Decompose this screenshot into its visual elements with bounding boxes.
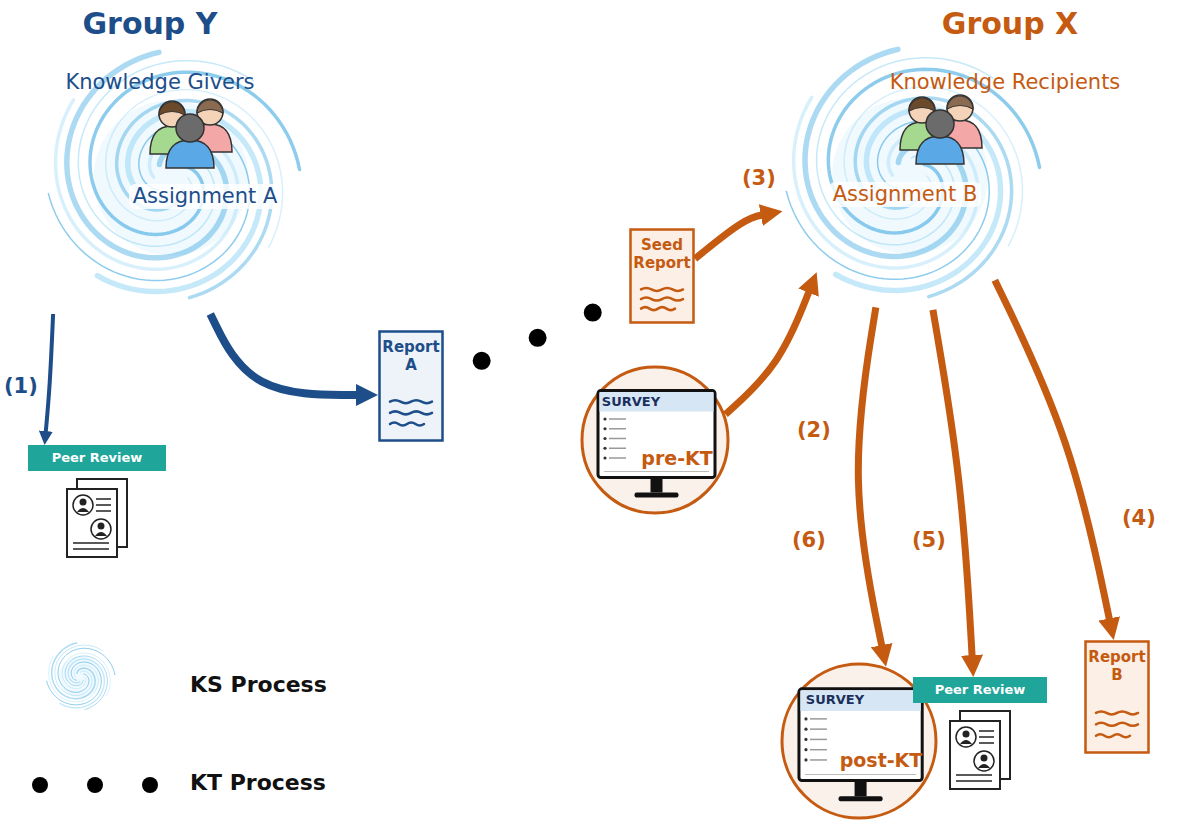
survey-shape <box>580 365 730 515</box>
callout-number: (3) <box>740 166 778 191</box>
legend-sample <box>30 770 160 800</box>
callout-number: (4) <box>1120 506 1158 531</box>
legend-text: KT Process <box>190 770 326 796</box>
group-label: Knowledge Recipients <box>890 70 1121 95</box>
node-text: Seed Report <box>632 236 692 272</box>
connector-arrow <box>725 289 810 415</box>
node-text: Report A <box>381 338 441 374</box>
survey-node: SURVEY pre-KT <box>580 365 730 515</box>
kt-dotted-connector <box>444 295 629 375</box>
node-text: SURVEY <box>602 394 660 410</box>
connector-arrow <box>46 314 54 434</box>
doc-node: Report A <box>378 330 444 442</box>
connector-arrow <box>210 314 360 395</box>
people-icon <box>900 95 982 164</box>
callout-number: (5) <box>910 528 948 553</box>
group-label: Group X <box>942 6 1078 42</box>
node-text: Peer Review <box>52 450 143 466</box>
group-label: Group Y <box>82 6 217 42</box>
node-text: Peer Review <box>935 682 1026 698</box>
connector-arrow <box>933 310 972 659</box>
callout-number: (1) <box>2 374 40 399</box>
node-text: Report B <box>1087 648 1147 684</box>
node-text: SURVEY <box>806 692 864 708</box>
connector-arrow <box>695 214 765 258</box>
connector-arrow <box>858 307 882 649</box>
callout-number: (6) <box>790 528 828 553</box>
connector-arrow <box>995 280 1110 623</box>
legend-text: KS Process <box>190 672 327 698</box>
people-icon <box>150 99 232 168</box>
legend-sample <box>40 640 120 714</box>
peer-node: Peer Review <box>28 445 166 563</box>
node-text: Assignment A <box>129 184 282 209</box>
doc-node: Report B <box>1084 640 1150 754</box>
group-label: Knowledge Givers <box>65 70 254 95</box>
node-text: Assignment B <box>829 182 982 207</box>
node-text: post-KT <box>840 749 923 772</box>
doc-node: Seed Report <box>629 228 695 324</box>
peer-node: Peer Review <box>913 677 1047 795</box>
node-text: pre-KT <box>641 447 712 470</box>
callout-number: (2) <box>795 418 833 443</box>
